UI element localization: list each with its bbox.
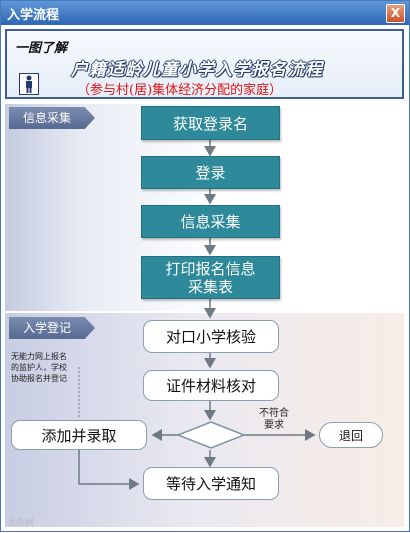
section-tag-register: 入学登记 xyxy=(9,317,95,339)
window-title: 入学流程 xyxy=(7,8,60,23)
watermark: 大众网 xyxy=(7,518,35,528)
close-button[interactable]: X xyxy=(386,4,405,23)
section-tag-info: 信息采集 xyxy=(9,107,95,129)
step-print-form: 打印报名信息采集表 xyxy=(141,256,280,299)
step-docs-check: 证件材料核对 xyxy=(143,370,279,401)
step-school-verify: 对口小学核验 xyxy=(143,320,279,353)
person-icon xyxy=(19,73,39,95)
header-banner: 一图了解 户籍适龄儿童小学入学报名流程 （参与村(居)集体经济分配的家庭） xyxy=(5,29,404,99)
header-subtitle: （参与村(居)集体经济分配的家庭） xyxy=(77,83,283,98)
offline-help-note: 无能力网上报名的监护人，学校协助报名并登记 xyxy=(11,352,67,383)
not-match-label: 不符合要求 xyxy=(259,408,289,431)
step-login: 登录 xyxy=(141,156,280,189)
header-small-text: 一图了解 xyxy=(15,41,68,56)
step-add-admit: 添加并录取 xyxy=(11,420,147,450)
decision-diamond xyxy=(175,421,247,449)
title-bar: 入学流程 X xyxy=(1,1,409,25)
step-return: 退回 xyxy=(319,422,383,448)
step-wait-notice: 等待入学通知 xyxy=(143,467,279,500)
header-title: 户籍适龄儿童小学入学报名流程 xyxy=(71,60,323,80)
step-info-collect: 信息采集 xyxy=(141,205,280,238)
step-get-login: 获取登录名 xyxy=(141,106,280,140)
